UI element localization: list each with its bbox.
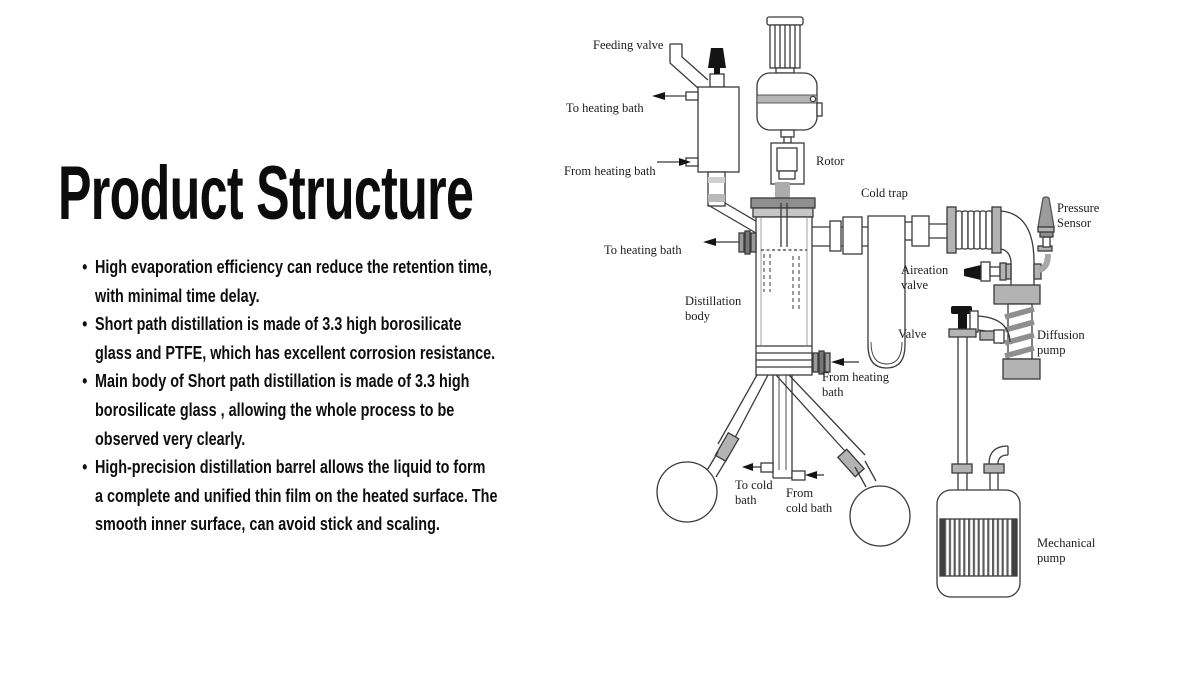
distillation-body-part [703, 197, 868, 376]
rotor-motor [756, 16, 823, 203]
cold-trap-part [867, 215, 947, 369]
receiving-flasks [656, 374, 911, 547]
diagram-label-valve: Valve [898, 327, 927, 341]
arrow-from-heating-bath-upper [679, 158, 691, 166]
diagram-label-rotor: Rotor [816, 154, 845, 168]
receiving-flask-right [849, 485, 911, 547]
bellows [946, 206, 1002, 254]
bullet-item: Main body of Short path distillation is … [82, 367, 567, 453]
receiving-flask-left [656, 461, 718, 523]
bullet-item: High-precision distillation barrel allow… [82, 453, 567, 539]
vacuum-line-elbow [1000, 210, 1042, 285]
diagram-label-cold-trap: Cold trap [861, 186, 908, 200]
vacuum-valve [948, 306, 1011, 345]
mechanical-pump-part [936, 445, 1021, 598]
aireation-valve-part [964, 261, 1007, 282]
foreline-pipe [957, 337, 968, 465]
feeding-vessel [652, 43, 767, 234]
diagram-label-to-heating-bath-upper: To heating bath [566, 101, 644, 115]
page-title: Product Structure [58, 151, 474, 236]
diagram-label-to-heating-bath-lower: To heating bath [604, 243, 682, 257]
diagram-label-feeding-valve: Feeding valve [593, 38, 664, 52]
arrow-from-cold-bath [805, 471, 817, 479]
central-tube [742, 375, 824, 481]
feeding-valve-cone [708, 48, 726, 68]
arrow-to-heating-bath-lower [703, 238, 716, 246]
bullet-item: High evaporation efficiency can reduce t… [82, 253, 567, 310]
apparatus-drawing [652, 16, 1055, 598]
arrow-to-cold-bath [742, 463, 753, 471]
bullet-list: High evaporation efficiency can reduce t… [82, 253, 567, 539]
diffusion-pump-part [993, 284, 1041, 380]
diagram-label-from-heating-bath-upper: From heating bath [564, 164, 656, 178]
bullet-item: Short path distillation is made of 3.3 h… [82, 310, 567, 367]
pressure-sensor-part [1037, 196, 1055, 273]
arrow-from-heating-bath-lower [831, 358, 844, 366]
arrow-to-heating-bath-upper [652, 92, 665, 100]
